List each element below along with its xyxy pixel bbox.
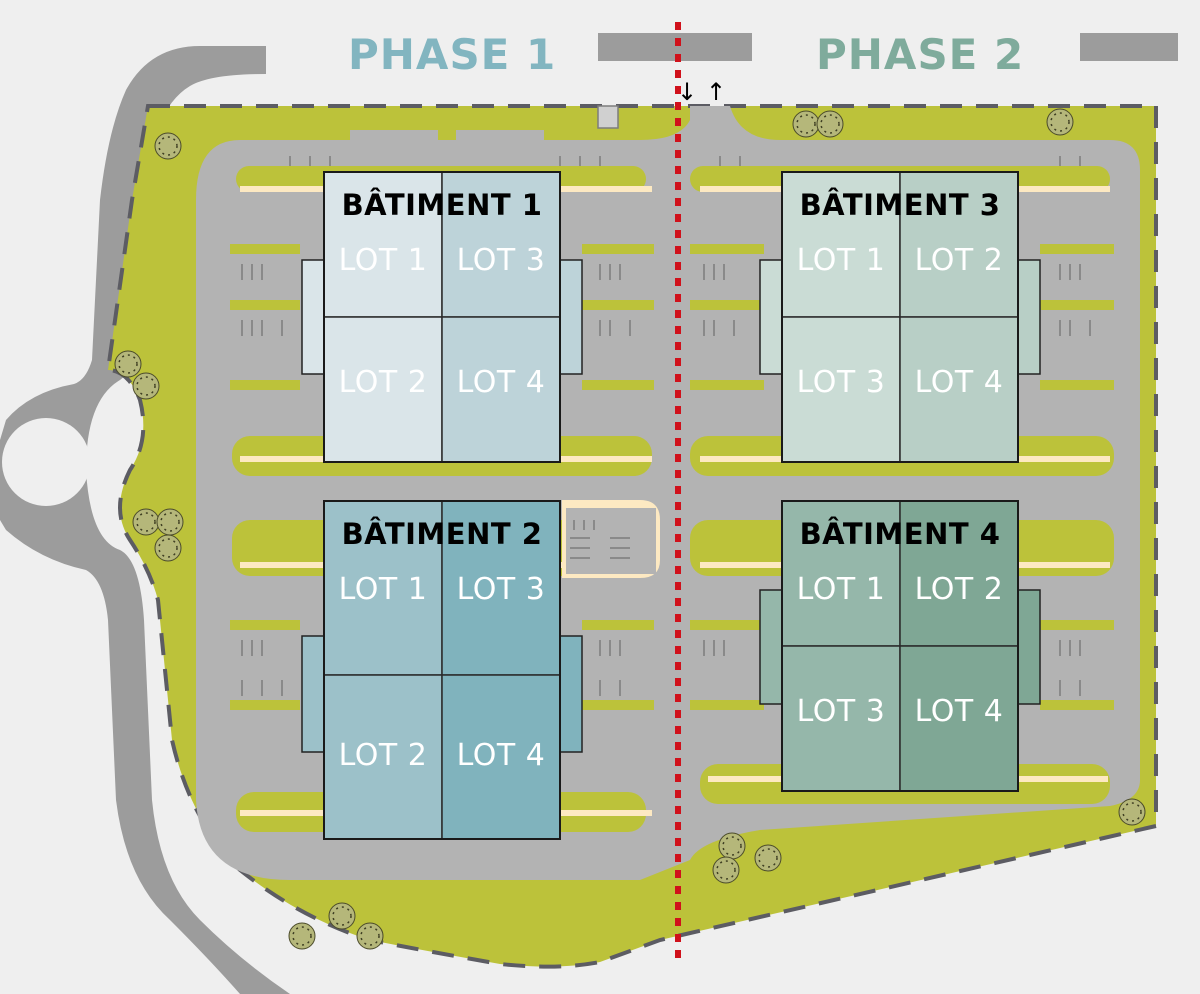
roundabout-island — [2, 418, 90, 506]
lot-label: LOT 3 — [457, 572, 546, 607]
lot-label: LOT 1 — [797, 243, 886, 278]
tree-icon — [1118, 798, 1146, 826]
building-title: BÂTIMENT 4 — [800, 517, 1001, 551]
lot-3[interactable]: LOT 2 — [323, 674, 443, 840]
lot-label: LOT 2 — [915, 572, 1004, 607]
trees — [114, 108, 1146, 950]
lot-3[interactable]: LOT 2 — [323, 316, 443, 463]
external-roads — [0, 33, 1178, 994]
loading-dock-left — [301, 259, 325, 375]
phase-1-label: PHASE 1 — [348, 30, 557, 79]
lot-label: LOT 1 — [797, 572, 886, 607]
lot-area — [323, 500, 443, 676]
access-arrows: ↓ ↑ — [677, 78, 726, 106]
building-3[interactable]: LOT 1 LOT 2 LOT 3 LOT 4 BÂTIMENT 3 — [759, 171, 1041, 463]
building-outline — [323, 500, 561, 840]
lot-label: LOT 3 — [797, 365, 886, 400]
parking-stalls — [241, 156, 1091, 696]
lot-label: LOT 2 — [339, 738, 428, 773]
loading-dock-right — [1017, 589, 1041, 705]
lot-label: LOT 1 — [339, 572, 428, 607]
building-title: BÂTIMENT 2 — [342, 517, 543, 551]
lot-area — [441, 316, 561, 463]
tree-icon — [156, 508, 184, 536]
lot-area — [323, 316, 443, 463]
lot-area — [899, 171, 1019, 318]
loading-dock-left — [759, 259, 783, 375]
lot-3[interactable]: LOT 3 — [781, 316, 901, 463]
tree-icon — [712, 856, 740, 884]
building-title: BÂTIMENT 3 — [800, 188, 1001, 222]
lot-area — [441, 674, 561, 840]
building-1[interactable]: LOT 1 LOT 3 LOT 2 LOT 4 BÂTIMENT 1 — [301, 171, 583, 463]
lot-4[interactable]: LOT 4 — [441, 316, 561, 463]
tree-icon — [132, 372, 160, 400]
tree-icon — [792, 110, 820, 138]
loading-dock-right — [1017, 259, 1041, 375]
building-title: BÂTIMENT 1 — [342, 188, 543, 222]
lot-1[interactable]: LOT 1 — [781, 500, 901, 647]
tree-icon — [154, 534, 182, 562]
lot-4[interactable]: LOT 4 — [899, 645, 1019, 792]
lot-label: LOT 4 — [915, 694, 1004, 729]
arrow-up-icon: ↑ — [706, 78, 726, 106]
lot-label: LOT 4 — [915, 365, 1004, 400]
tree-icon — [114, 350, 142, 378]
lot-label: LOT 2 — [339, 365, 428, 400]
tree-icon — [132, 508, 160, 536]
lot-area — [781, 171, 901, 318]
buildings: LOT 1 LOT 3 LOT 2 LOT 4 BÂTIMENT 1 LOT 1 LOT 3… — [301, 171, 1041, 840]
lot-2[interactable]: LOT 2 — [899, 171, 1019, 318]
lot-area — [781, 500, 901, 647]
lot-4[interactable]: LOT 4 — [899, 316, 1019, 463]
entry-kiosk — [350, 105, 671, 140]
tree-icon — [356, 922, 384, 950]
loading-dock-right — [559, 259, 583, 375]
lot-label: LOT 3 — [797, 694, 886, 729]
building-outline — [323, 171, 561, 463]
lot-area — [899, 645, 1019, 792]
access-road — [0, 46, 290, 994]
lot-1[interactable]: LOT 1 — [323, 500, 443, 676]
building-2[interactable]: LOT 1 LOT 3 LOT 2 LOT 4 BÂTIMENT 2 — [301, 500, 583, 840]
lot-label: LOT 4 — [457, 365, 546, 400]
tree-icon — [154, 132, 182, 160]
building-outline — [781, 500, 1019, 792]
lot-label: LOT 1 — [339, 243, 428, 278]
road-segment — [1080, 33, 1178, 61]
lot-1[interactable]: LOT 1 — [323, 171, 443, 318]
tree-icon — [718, 832, 746, 860]
lot-4[interactable]: LOT 4 — [441, 674, 561, 840]
building-4[interactable]: LOT 1 LOT 2 LOT 3 LOT 4 BÂTIMENT 4 — [759, 500, 1041, 792]
loading-dock-right — [559, 635, 583, 753]
tree-icon — [754, 844, 782, 872]
phase-2-label: PHASE 2 — [816, 30, 1025, 79]
tree-icon — [816, 110, 844, 138]
lot-3[interactable]: LOT 3 — [781, 645, 901, 792]
lot-1[interactable]: LOT 1 — [781, 171, 901, 318]
tree-icon — [328, 902, 356, 930]
building-outline — [781, 171, 1019, 463]
tree-icon — [288, 922, 316, 950]
lot-2[interactable]: LOT 3 — [441, 500, 561, 676]
lot-label: LOT 2 — [915, 243, 1004, 278]
loading-dock-left — [759, 589, 783, 705]
tree-icon — [1046, 108, 1074, 136]
lot-label: LOT 3 — [457, 243, 546, 278]
lot-area — [323, 171, 443, 318]
lot-label: LOT 4 — [457, 738, 546, 773]
lot-area — [781, 316, 901, 463]
arrow-down-icon: ↓ — [677, 78, 697, 106]
loading-dock-left — [301, 635, 325, 753]
